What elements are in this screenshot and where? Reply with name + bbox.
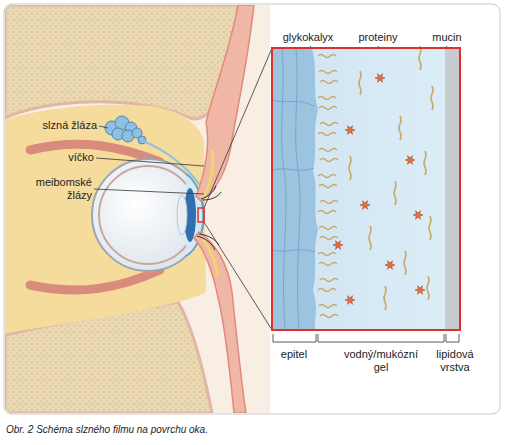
mucin-fibre — [359, 71, 361, 95]
mucin-fibre — [318, 253, 336, 256]
mucin-fibre — [320, 237, 338, 240]
protein-symbol — [415, 286, 425, 295]
part-label: víčko — [68, 151, 94, 164]
frame — [4, 4, 500, 414]
eye-section — [5, 5, 270, 413]
mucin-fibre — [320, 279, 338, 282]
mucin-fibre — [394, 181, 396, 205]
mucin-fibre — [318, 175, 336, 178]
mucin-fibre — [384, 286, 386, 310]
part-label: lipidová vrstva — [429, 348, 481, 374]
mucin-fibre — [318, 97, 336, 100]
protein-symbol — [345, 126, 355, 135]
mucin-fibre — [319, 149, 337, 152]
mucin-fibre — [399, 116, 401, 140]
part-label: mucin — [432, 31, 461, 44]
part-label: meibomské žlázy — [30, 176, 92, 202]
mucin-fibre — [319, 185, 337, 188]
mucin-fibre — [319, 227, 337, 230]
mucin-fibre — [319, 71, 337, 74]
mucin-fibre — [320, 123, 338, 126]
protein-symbol — [413, 211, 423, 220]
mucin-fibre — [404, 251, 406, 275]
mucin-fibre — [320, 159, 338, 162]
mucin-fibre — [431, 86, 433, 110]
mucin-fibre — [369, 226, 371, 250]
mucin-fibre — [427, 276, 429, 300]
mucin-fibre — [429, 216, 431, 240]
figure-caption: Obr. 2 Schéma slzného filmu na povrchu o… — [6, 424, 496, 436]
protein-symbol — [333, 241, 343, 250]
part-label: vodný/mukózní gel — [339, 348, 423, 374]
zoom-panel — [272, 46, 460, 330]
part-label: slzná žláza — [43, 119, 97, 132]
mucin-fibre — [319, 305, 337, 308]
mucin-fibre — [349, 156, 351, 180]
mucin-fibre — [320, 315, 338, 318]
mucin-fibre — [320, 201, 338, 204]
layer-brackets — [273, 334, 459, 342]
mucin-fibre — [419, 46, 421, 70]
mucin-fibre — [319, 263, 337, 266]
mucin-fibre — [318, 211, 336, 214]
mucin-fibre — [318, 133, 336, 136]
part-label: glykokalyx — [283, 31, 334, 44]
mucin-fibre — [318, 289, 336, 292]
protein-symbol — [345, 296, 355, 305]
mucin-fibre — [319, 107, 337, 110]
part-label: epitel — [281, 348, 307, 361]
protein-symbol — [375, 74, 385, 83]
mucin-fibre — [318, 55, 336, 58]
mucin-fibre — [424, 151, 426, 175]
protein-symbol — [360, 201, 370, 210]
mucin-fibre — [320, 81, 338, 84]
zoom-marker — [198, 208, 204, 222]
part-label: proteiny — [358, 31, 397, 44]
protein-symbol — [385, 261, 395, 270]
protein-symbol — [405, 156, 415, 165]
